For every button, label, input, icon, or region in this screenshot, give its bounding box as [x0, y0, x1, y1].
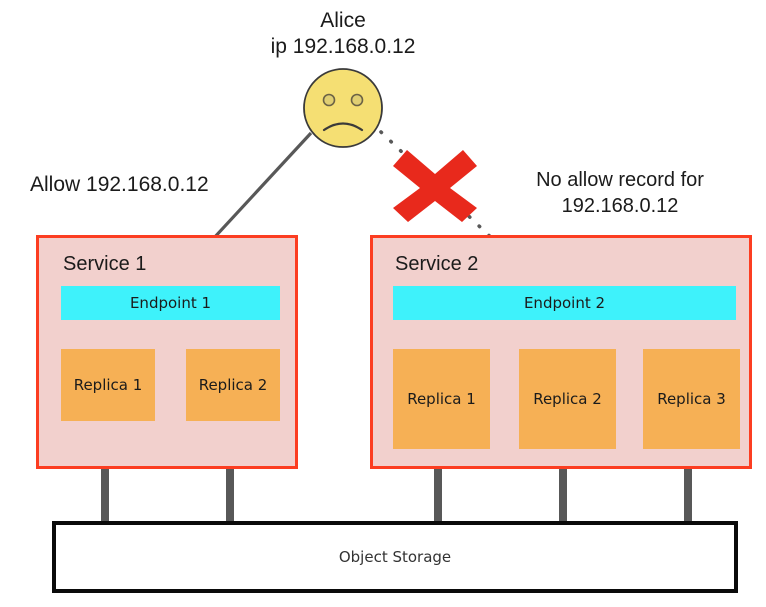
deny-record-label: No allow record for 192.168.0.12 — [505, 167, 735, 219]
deny-record-line1: No allow record for — [536, 169, 704, 191]
actor-name: Alice ip 192.168.0.12 — [262, 8, 424, 60]
endpoint-2-label: Endpoint 2 — [523, 294, 606, 312]
connector-s2-replica-1-storage — [434, 444, 442, 523]
endpoint-1-box[interactable]: Endpoint 1 — [61, 286, 280, 320]
service-2-replica-3-label: Replica 3 — [657, 390, 726, 408]
object-storage-label: Object Storage — [338, 548, 452, 566]
endpoint-1-label: Endpoint 1 — [129, 294, 212, 312]
allow-record-label: Allow 192.168.0.12 — [30, 173, 209, 196]
alice-avatar — [302, 67, 384, 149]
actor-ip-text: ip 192.168.0.12 — [270, 35, 416, 58]
service-1-replica-1-box[interactable]: Replica 1 — [61, 349, 155, 421]
sad-face-icon — [303, 68, 383, 148]
red-x-icon — [393, 150, 477, 222]
object-storage-box[interactable]: Object Storage — [52, 521, 738, 593]
connector-s1-replica-2-storage — [226, 416, 234, 523]
service-1-replica-2-label: Replica 2 — [198, 376, 268, 394]
service-2-replica-1-box[interactable]: Replica 1 — [393, 349, 490, 449]
service-2-replica-2-box[interactable]: Replica 2 — [519, 349, 616, 449]
service-2-replica-1-label: Replica 1 — [407, 390, 476, 408]
service-1-replica-2-box[interactable]: Replica 2 — [186, 349, 280, 421]
service-2-box[interactable]: Service 2 Endpoint 2 Replica 1 Replica 2… — [370, 235, 752, 469]
actor-name-text: Alice — [320, 9, 366, 32]
block-x-marker — [393, 150, 477, 222]
connector-s2-replica-2-storage — [559, 444, 567, 523]
service-2-replica-3-box[interactable]: Replica 3 — [643, 349, 740, 449]
endpoint-2-box[interactable]: Endpoint 2 — [393, 286, 736, 320]
service-1-replica-1-label: Replica 1 — [73, 376, 143, 394]
service-1-box[interactable]: Service 1 Endpoint 1 Replica 1 Replica 2 — [36, 235, 298, 469]
service-2-replica-2-label: Replica 2 — [533, 390, 602, 408]
service-2-title: Service 2 — [395, 253, 479, 275]
connector-s1-replica-1-storage — [101, 416, 109, 523]
service-1-title: Service 1 — [63, 253, 147, 275]
connector-s2-replica-3-storage — [684, 444, 692, 523]
deny-record-line2: 192.168.0.12 — [561, 195, 679, 217]
